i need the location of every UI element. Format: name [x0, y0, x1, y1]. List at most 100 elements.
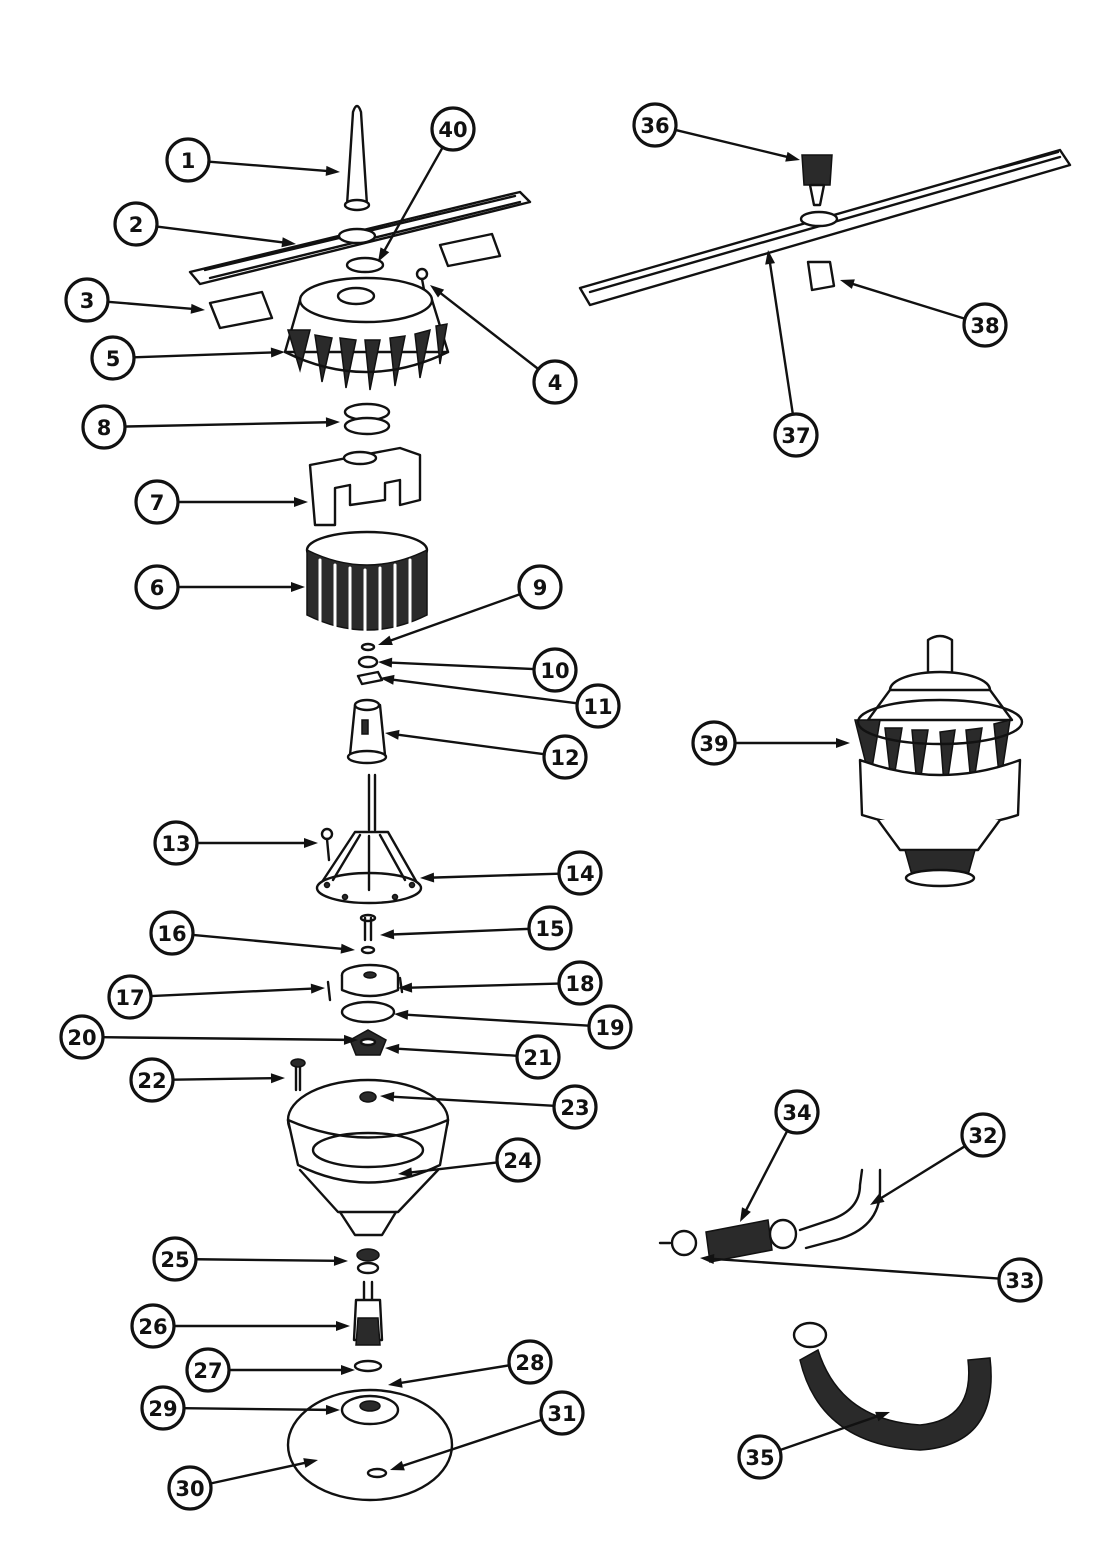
callout-number: 33 — [1005, 1269, 1034, 1293]
callout-circle — [59, 1014, 105, 1060]
arrowhead-13 — [304, 838, 318, 848]
leader-line-5 — [133, 351, 274, 359]
part-17-screws — [326, 976, 404, 1002]
callout-10: 10 — [532, 647, 578, 693]
part-13-screw — [320, 827, 334, 862]
leader-line-36 — [675, 128, 789, 159]
callout-circle — [691, 720, 737, 766]
leader-line-25 — [195, 1258, 337, 1263]
callout-circle — [539, 1390, 585, 1436]
callout-14: 14 — [557, 850, 603, 896]
callout-circle — [527, 905, 573, 951]
callout-number: 8 — [97, 416, 112, 440]
arrowhead-34 — [740, 1207, 751, 1222]
leader-line-28 — [399, 1364, 510, 1385]
leader-line-38 — [851, 282, 966, 320]
callout-number: 34 — [782, 1101, 811, 1125]
callout-38: 38 — [962, 302, 1008, 348]
part-26-shaft — [352, 1280, 384, 1346]
part-15-bolt — [359, 913, 377, 955]
part-37-lower-spray-arm — [578, 148, 1072, 307]
arrowhead-11 — [380, 674, 395, 685]
callout-circle — [737, 1434, 783, 1480]
part-22-bolt — [290, 1058, 306, 1092]
callout-number: 7 — [150, 491, 165, 515]
leader-line-34 — [744, 1130, 789, 1212]
callout-1: 1 — [165, 137, 211, 183]
callout-circle — [140, 1385, 186, 1431]
part-7-bracket — [308, 446, 422, 527]
part-40-collar — [345, 256, 385, 274]
part-24-sump — [286, 1078, 450, 1237]
callout-2: 2 — [113, 201, 159, 247]
callout-number: 24 — [503, 1149, 532, 1173]
callout-number: 10 — [540, 659, 569, 683]
arrowhead-33 — [700, 1253, 715, 1264]
callout-circle — [997, 1257, 1043, 1303]
leader-line-37 — [768, 261, 795, 415]
leader-line-30 — [210, 1461, 307, 1485]
callout-circle — [81, 404, 127, 450]
callout-circle — [960, 1112, 1006, 1158]
part-6-screen — [305, 530, 429, 637]
callout-37: 37 — [773, 412, 819, 458]
arrowhead-17 — [310, 983, 325, 994]
callout-circle — [134, 564, 180, 610]
part-14-motor-mount — [315, 773, 423, 905]
callout-15: 15 — [527, 905, 573, 951]
callout-27: 27 — [185, 1347, 231, 1393]
callout-circle — [532, 647, 578, 693]
callout-number: 20 — [67, 1026, 96, 1050]
callout-circle — [185, 1347, 231, 1393]
leader-line-23 — [391, 1095, 555, 1108]
callout-circle — [64, 277, 110, 323]
callout-number: 13 — [161, 832, 190, 856]
callout-circle — [134, 479, 180, 525]
callout-circle — [90, 335, 136, 381]
callout-number: 27 — [193, 1359, 222, 1383]
leader-line-3 — [107, 300, 194, 311]
part-18-impeller — [340, 963, 400, 1024]
callout-28: 28 — [507, 1339, 553, 1385]
arrowhead-25 — [333, 1255, 348, 1266]
callout-number: 11 — [583, 695, 612, 719]
arrowhead-24 — [398, 1167, 413, 1178]
arrowhead-20 — [343, 1034, 358, 1045]
arrowhead-5 — [270, 347, 285, 358]
arrowhead-22 — [270, 1073, 285, 1084]
leader-line-14 — [431, 872, 560, 879]
callout-circle — [495, 1137, 541, 1183]
callout-number: 29 — [148, 1397, 177, 1421]
leader-line-21 — [396, 1047, 518, 1057]
callout-circle — [515, 1034, 561, 1080]
callout-16: 16 — [149, 910, 195, 956]
arrowhead-1 — [325, 165, 340, 176]
leader-line-18 — [409, 982, 560, 989]
part-8-ring — [343, 402, 391, 436]
callout-number: 4 — [548, 371, 563, 395]
callout-22: 22 — [129, 1057, 175, 1103]
callout-31: 31 — [539, 1390, 585, 1436]
arrowhead-29 — [325, 1404, 340, 1415]
callout-circle — [517, 564, 563, 610]
callout-circle — [557, 850, 603, 896]
callout-number: 19 — [595, 1016, 624, 1040]
callout-circle — [587, 1004, 633, 1050]
callout-number: 21 — [523, 1046, 552, 1070]
leader-line-4 — [438, 291, 540, 371]
callout-12: 12 — [542, 734, 588, 780]
part-36-nozzle — [801, 154, 833, 207]
callout-circle — [149, 910, 195, 956]
leader-line-22 — [172, 1076, 274, 1081]
callout-5: 5 — [90, 335, 136, 381]
callout-8: 8 — [81, 404, 127, 450]
part-1-tower — [343, 104, 371, 212]
callout-circle — [575, 683, 621, 729]
callout-13: 13 — [153, 820, 199, 866]
callout-39: 39 — [691, 720, 737, 766]
callout-number: 1 — [181, 149, 196, 173]
leader-line-24 — [409, 1161, 498, 1174]
callout-number: 16 — [157, 922, 186, 946]
callout-9: 9 — [517, 564, 563, 610]
